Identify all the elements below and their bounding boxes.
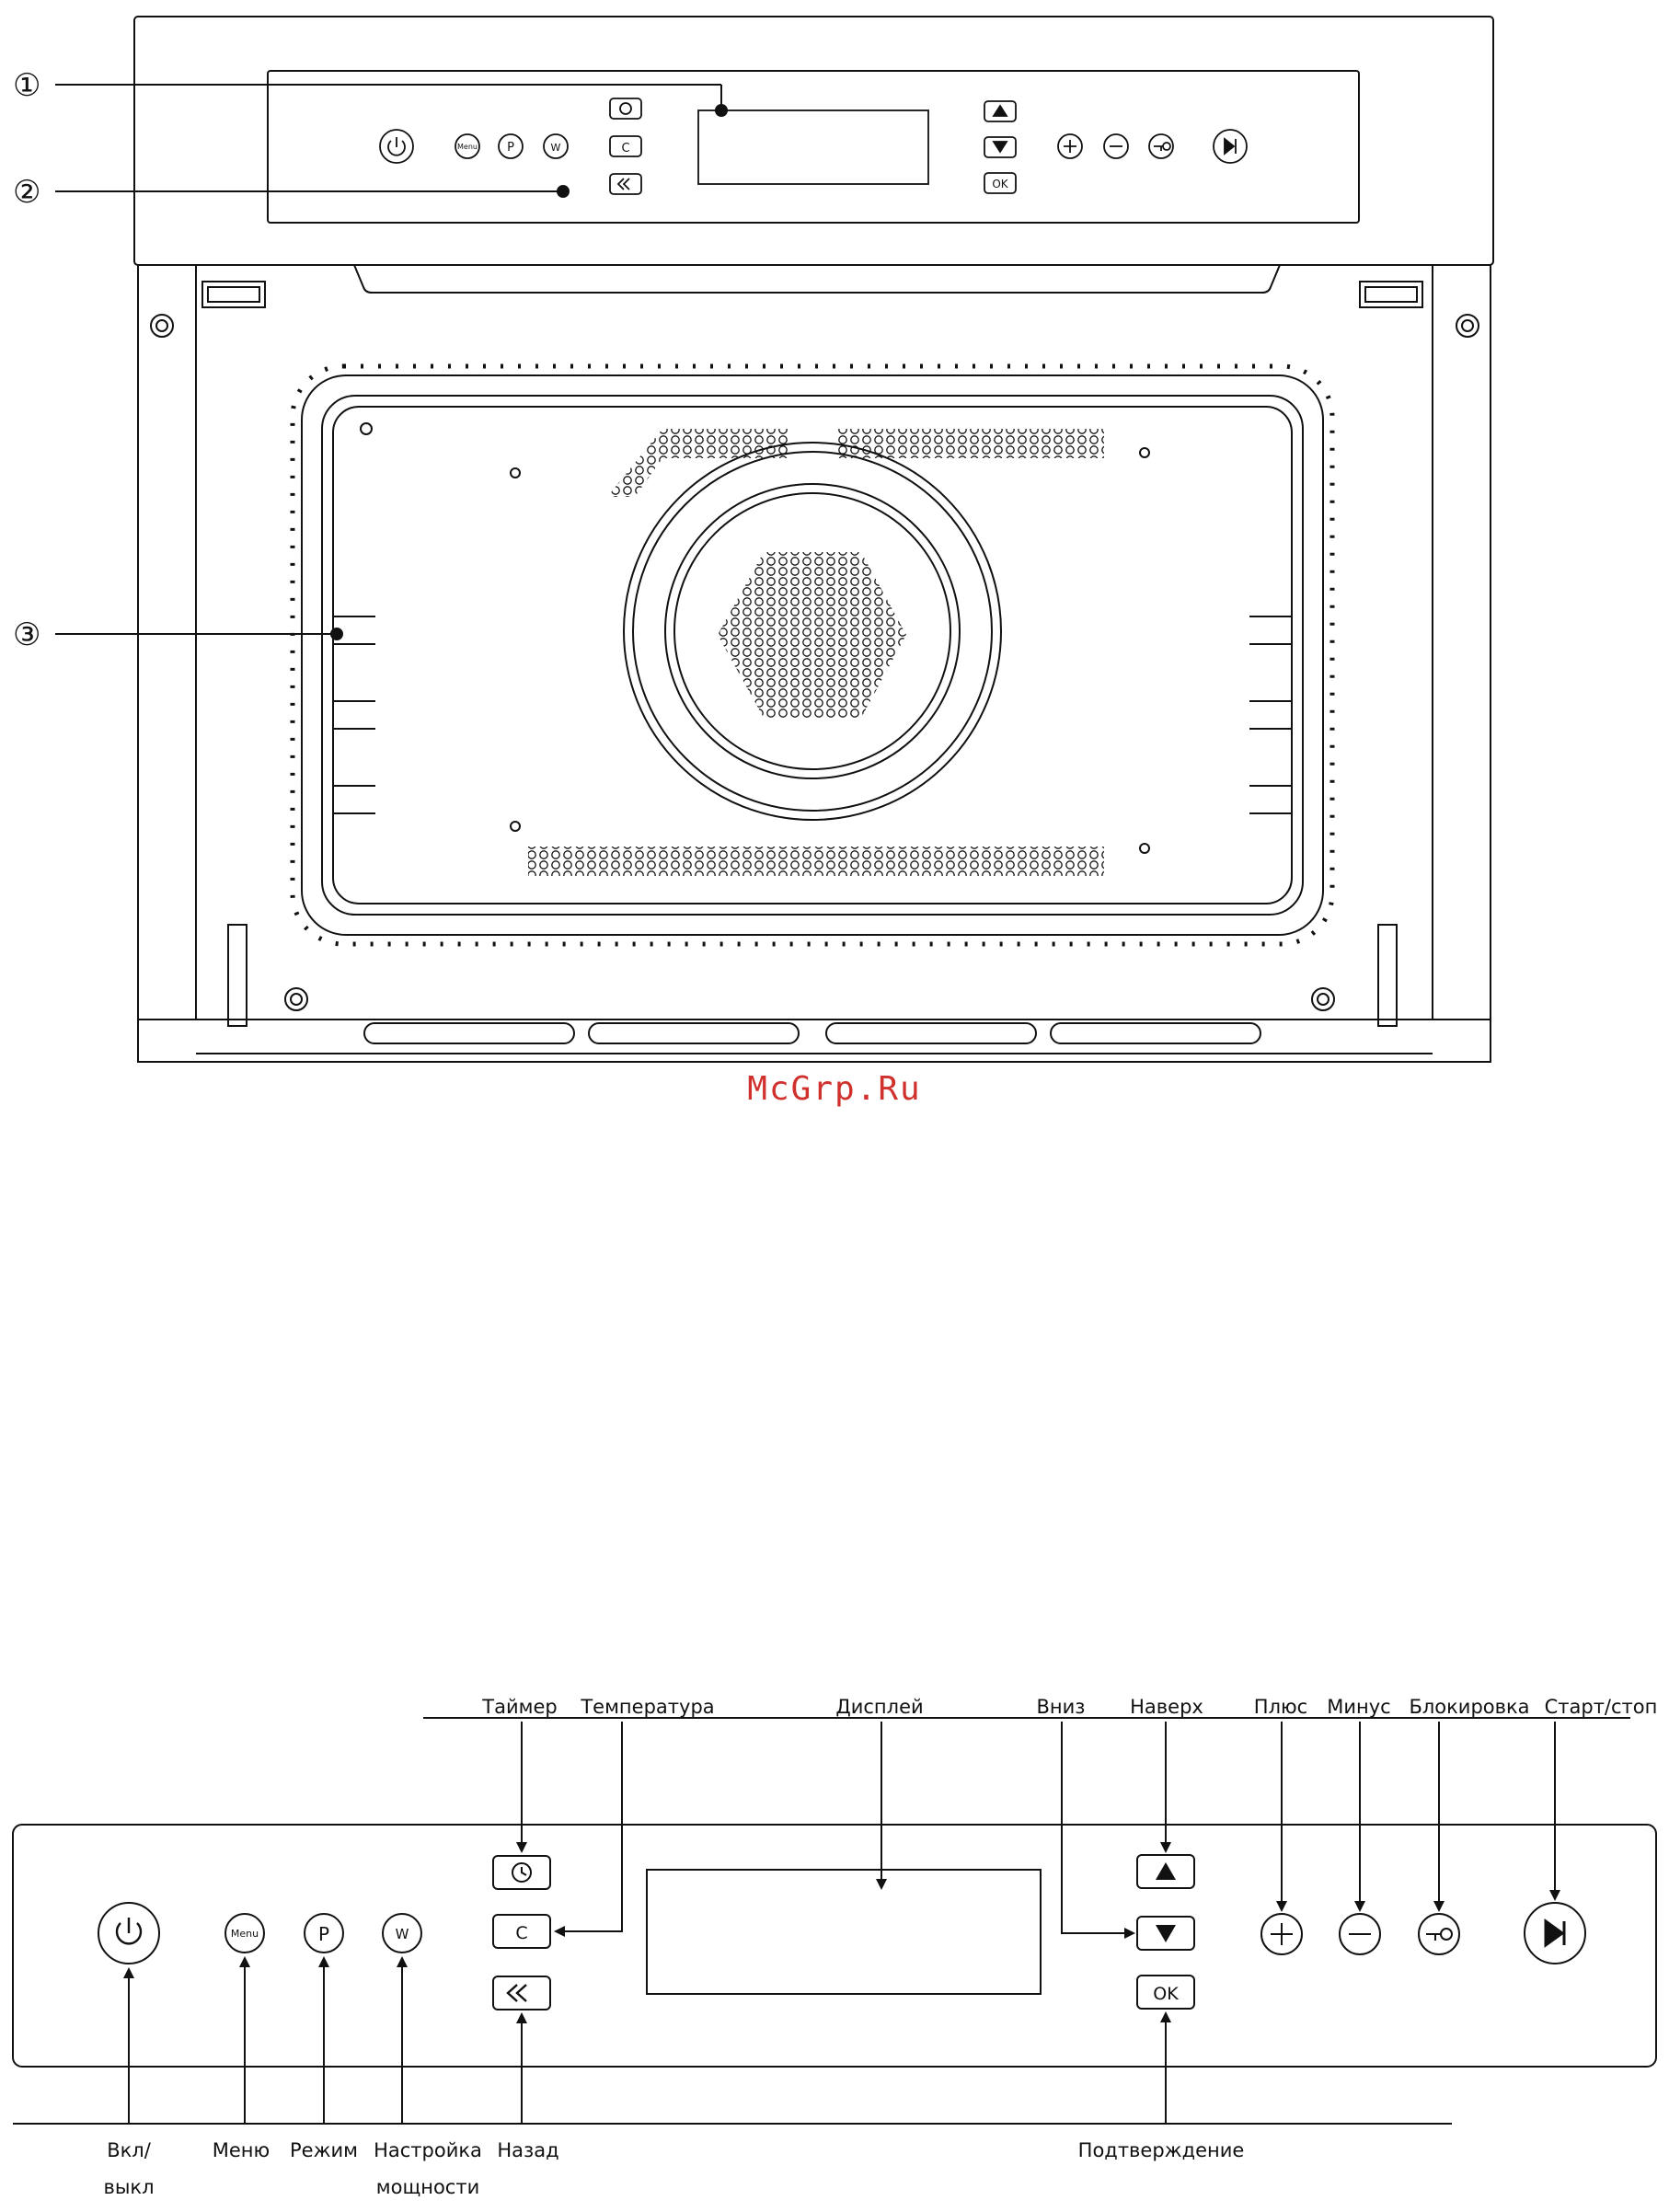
callout-1: ① <box>13 67 40 104</box>
screw-top-left <box>151 315 173 337</box>
vent-bottom <box>528 847 1104 876</box>
display-screen <box>698 110 928 184</box>
oven-front-view <box>134 17 1493 1062</box>
menu-key-label: Menu <box>457 143 478 151</box>
display <box>647 1870 1041 1994</box>
leader-lines <box>129 1722 1555 2124</box>
screw-bottom-right <box>1312 988 1334 1010</box>
label-temperature: Температура <box>580 1696 714 1718</box>
label-menu: Меню <box>213 2139 270 2161</box>
bottom-vent-3 <box>826 1023 1036 1043</box>
control-panel-detail <box>13 1718 1656 2124</box>
label-display: Дисплей <box>835 1696 923 1718</box>
label-minus: Минус <box>1327 1696 1390 1718</box>
mode-key-label: P <box>507 141 514 155</box>
bottom-vent-2 <box>589 1023 799 1043</box>
screw-bottom-left <box>285 988 307 1010</box>
mode-button-label: P <box>318 1923 329 1945</box>
timer-key[interactable] <box>610 98 641 119</box>
label-up: Наверх <box>1130 1696 1203 1718</box>
fan-grille <box>718 552 906 718</box>
menu-button-label: Menu <box>231 1928 259 1940</box>
power-level-key-label: W <box>551 142 561 154</box>
rack-rails-left <box>333 616 375 813</box>
rack-rails-right <box>1249 616 1292 813</box>
vent-top-left <box>662 429 789 458</box>
control-band <box>134 17 1493 265</box>
label-confirm: Подтверждение <box>1078 2139 1245 2161</box>
label-back: Назад <box>497 2139 558 2161</box>
callouts <box>55 85 727 639</box>
front-panel-keys: Menu P W C OK <box>380 98 1247 194</box>
control-panel <box>268 71 1359 223</box>
label-plus: Плюс <box>1254 1696 1307 1718</box>
label-on-off-2: выкл <box>103 2176 154 2198</box>
bottom-vent-4 <box>1051 1023 1260 1043</box>
back-key[interactable] <box>610 174 641 194</box>
callout-3: ③ <box>13 616 40 653</box>
latch-left <box>228 925 247 1026</box>
label-lock: Блокировка <box>1409 1696 1529 1718</box>
label-start-stop: Старт/стоп <box>1545 1696 1658 1718</box>
label-timer: Таймер <box>481 1696 557 1718</box>
label-mode: Режим <box>290 2139 358 2161</box>
label-power-2: мощности <box>376 2176 479 2198</box>
label-down: Вниз <box>1037 1696 1086 1718</box>
callout-2: ② <box>13 174 40 211</box>
ok-button-label: OK <box>1153 1984 1179 2004</box>
ok-key-label: OK <box>992 178 1008 190</box>
temperature-key-label: C <box>621 142 629 156</box>
vent-top-right <box>837 429 1104 458</box>
watermark: McGrp.Ru <box>0 1070 1669 1108</box>
hinge-right <box>1360 282 1422 307</box>
temperature-button-label: C <box>515 1923 527 1943</box>
hinge-left <box>202 282 265 307</box>
power-level-button-label: W <box>396 1926 409 1942</box>
screw-top-right <box>1456 315 1479 337</box>
label-power: Настройка <box>374 2139 482 2161</box>
back-button[interactable] <box>493 1976 550 2010</box>
bottom-vent-1 <box>364 1023 574 1043</box>
label-on-off: Вкл/ <box>107 2139 152 2161</box>
